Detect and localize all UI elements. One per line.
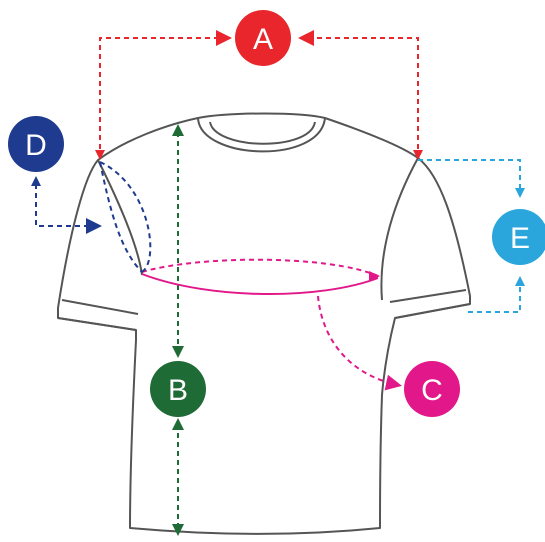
right-armhole [380, 157, 419, 301]
arrow-b-top [172, 124, 184, 136]
badge-b-circle [150, 361, 206, 417]
left-armhole [97, 159, 143, 276]
right-sleeve-cuff [394, 303, 471, 319]
left-sleeve-cuff [57, 317, 137, 331]
badge-c-label: C [421, 374, 443, 407]
badge-a-label: A [253, 23, 273, 56]
badge-d-label: D [25, 129, 47, 162]
badge-d-circle [8, 116, 64, 172]
measure-d-lines [35, 161, 152, 273]
badge-e-label: E [510, 222, 530, 255]
badge-a-circle [235, 10, 291, 66]
measure-a-lines [99, 30, 419, 158]
left-sleeve-hem [61, 299, 139, 315]
badge-c: C [404, 361, 460, 417]
collar-inner [209, 121, 316, 145]
arrow-a-left [95, 150, 105, 160]
arrow-b-mid-up [172, 418, 184, 430]
collar-outer [197, 117, 326, 153]
arrow-e-up [515, 276, 525, 286]
badge-d: D [8, 116, 64, 172]
tshirt-body [57, 112, 471, 535]
badge-a: A [235, 10, 291, 66]
badge-e-circle [492, 209, 545, 265]
badge-e: E [492, 209, 545, 265]
badge-b: B [150, 361, 206, 417]
arrow-a-right [413, 150, 423, 160]
badge-c-circle [404, 361, 460, 417]
badge-b-label: B [168, 374, 188, 407]
arrow-e-down [515, 188, 525, 198]
measure-e-lines [418, 159, 521, 313]
arrow-d-up [31, 176, 41, 186]
measure-c-lines [141, 258, 402, 391]
arrow-b-bottom [172, 524, 184, 536]
right-sleeve-hem [389, 289, 467, 303]
arrow-c-chest [369, 271, 380, 282]
tshirt-outline [57, 112, 471, 535]
arrow-b-mid-down [172, 346, 184, 358]
